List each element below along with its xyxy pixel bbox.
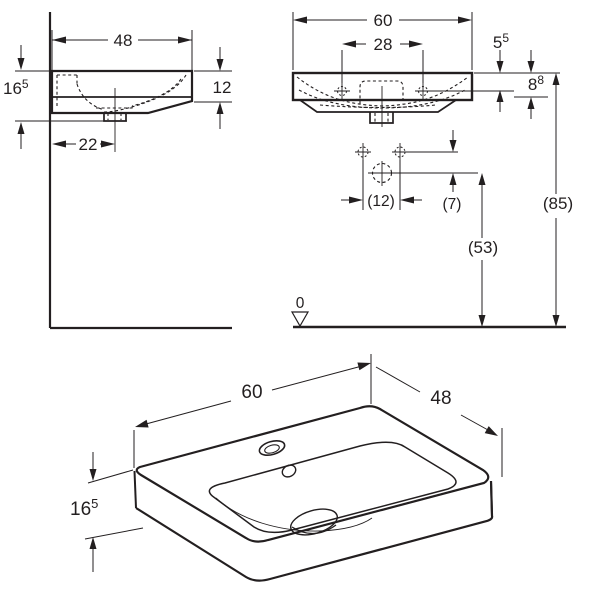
front-85-label: (85) [543, 194, 573, 213]
tap-hole-markers [334, 83, 430, 99]
front-dim-85: (85) [543, 73, 573, 327]
hole-spacing-label: (12) [367, 193, 395, 210]
side-dim-rim-height: 12 [194, 47, 232, 129]
side-view: 48 165 12 22 [3, 12, 232, 330]
iso-dim-height: 165 [70, 452, 144, 572]
mounting-hole-detail: (12) (7) [341, 130, 478, 213]
iso-basin-body [133, 405, 494, 582]
front-53-label: (53) [468, 238, 498, 257]
front-dim-88-label: 88 [528, 73, 544, 94]
front-dim-width: 60 [292, 11, 473, 70]
side-dim-total-height: 165 [3, 45, 127, 149]
iso-depth-label: 48 [430, 388, 451, 409]
front-dim-rim-detail: 55 88 [430, 31, 560, 119]
hole-drop-label: (7) [443, 196, 462, 213]
front-dim-55-label: 55 [493, 31, 509, 52]
side-view-basin-outline [50, 69, 194, 122]
iso-height-label: 165 [70, 496, 98, 520]
side-drain-label: 22 [79, 135, 98, 154]
datum-triangle-icon [290, 311, 310, 328]
front-dim-tap-spacing: 28 [341, 35, 424, 83]
iso-dim-depth: 48 [375, 366, 503, 477]
datum-zero: 0 [290, 295, 310, 328]
datum-label: 0 [296, 295, 305, 312]
iso-basin-bowl [208, 441, 457, 534]
drain-recess-icon [290, 508, 338, 536]
tap-hole-icon [258, 439, 286, 457]
front-tap-spacing-label: 28 [374, 35, 393, 54]
side-rim-label: 12 [213, 78, 232, 97]
front-view: 60 28 55 88 [290, 11, 573, 329]
side-dim-drain-offset: 22 [52, 135, 115, 154]
overflow-hole-icon [281, 464, 297, 478]
iso-view: 60 48 165 [70, 354, 503, 582]
iso-dim-width: 60 [133, 354, 372, 468]
front-width-label: 60 [374, 11, 393, 30]
front-dim-53: (53) [468, 173, 498, 327]
side-height-label: 165 [3, 77, 29, 98]
front-view-basin-outline [291, 71, 474, 124]
side-width-label: 48 [114, 31, 133, 50]
side-dim-width: 48 [51, 30, 193, 70]
iso-width-label: 60 [241, 382, 262, 403]
